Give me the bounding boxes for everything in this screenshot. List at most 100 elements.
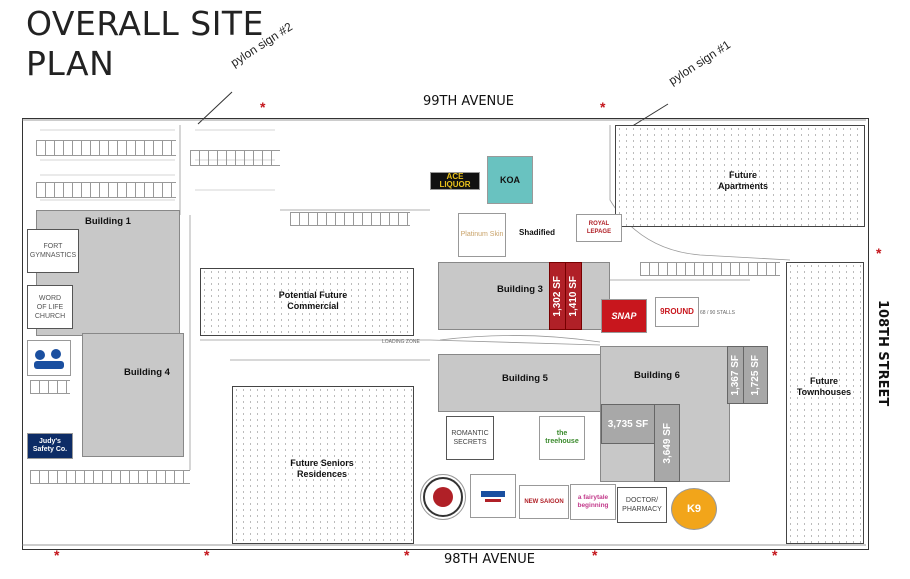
judys-line1: Judy's [39, 438, 61, 445]
unit-1725-sf-label: 1,725 SF [750, 354, 761, 396]
building-6-label: Building 6 [634, 370, 680, 381]
building-3-label: Building 3 [497, 284, 543, 295]
building-5[interactable] [438, 354, 604, 412]
stalls-note: 68 / 90 STALLS [700, 310, 735, 316]
tenant-word-of-life-church[interactable]: WORD OF LIFE CHURCH [27, 285, 73, 329]
future-commercial-line2: Commercial [287, 301, 339, 311]
marker-star: * [876, 245, 882, 261]
future-seniors-area [232, 386, 414, 544]
building-1-label: Building 1 [85, 216, 131, 227]
future-townhouses-area [786, 262, 864, 544]
word-of-life-line1: WORD [38, 294, 62, 302]
logo-ace-liquor[interactable]: ACE LIQUOR [430, 172, 480, 190]
parking-row-northwest [36, 140, 176, 156]
logo-a-fairytale-beginning[interactable]: a fairytale beginning [570, 484, 616, 520]
plan-title-line1: OVERALL SITE [26, 4, 264, 43]
word-of-life-line3: CHURCH [34, 312, 66, 320]
building-3[interactable] [438, 262, 610, 330]
parking-row-west [30, 380, 70, 394]
k9-text: K9 [686, 503, 702, 515]
future-commercial-line1: Potential Future [278, 290, 348, 300]
marker-star: * [54, 547, 60, 563]
logo-koa[interactable]: KOA [487, 156, 533, 204]
unit-1410-sf-label: 1,410 SF [568, 275, 579, 317]
new-saigon-text: NEW SAIGON [524, 499, 564, 505]
building-4-label: Building 4 [124, 367, 170, 378]
shop-icon [481, 491, 505, 502]
judys-line2: Safety Co. [32, 446, 68, 453]
street-99th-avenue: 99TH AVENUE [423, 94, 515, 109]
logo-kids-club[interactable] [27, 340, 71, 376]
unit-3649-sf[interactable]: 3,649 SF [654, 404, 680, 482]
future-commercial-area [200, 268, 414, 336]
logo-blue-shop[interactable] [470, 474, 516, 518]
marker-star: * [772, 547, 778, 563]
ace-liquor-text: ACE LIQUOR [439, 172, 471, 189]
parking-row-north [290, 212, 410, 226]
royal-lepage-text: ROYAL LEPAGE [586, 221, 612, 235]
doctor-pharmacy-line2: PHARMACY [622, 506, 662, 513]
romantic-secrets-line2: SECRETS [453, 439, 487, 446]
unit-3649-sf-label: 3,649 SF [661, 422, 673, 464]
unit-1367-sf-label: 1,367 SF [730, 354, 741, 396]
romantic-secrets-line1: ROMANTIC [451, 430, 489, 437]
seal-icon [423, 477, 463, 517]
future-apartments-line1: Future [729, 170, 757, 180]
future-seniors-line2: Residences [296, 469, 348, 479]
plan-title: OVERALL SITE PLAN [26, 4, 264, 84]
future-apartments-line2: Apartments [717, 181, 768, 191]
building-4[interactable] [82, 333, 184, 457]
future-commercial-label: Potential Future Commercial [258, 290, 368, 312]
logo-9round[interactable]: 9ROUND [655, 297, 699, 327]
parking-row-northwest-2 [36, 182, 176, 198]
logo-snap-fitness[interactable]: SNAP [601, 299, 647, 333]
future-townhouses-label: Future Townhouses [792, 376, 856, 398]
loading-zone-note: LOADING ZONE [382, 339, 420, 345]
logo-new-saigon[interactable]: NEW SAIGON [519, 485, 569, 519]
marker-star: * [260, 99, 266, 115]
unit-1410-sf[interactable]: 1,410 SF [565, 262, 582, 330]
unit-1302-sf-label: 1,302 SF [552, 275, 563, 317]
plan-title-line2: PLAN [26, 44, 115, 83]
tenant-doctor-pharmacy[interactable]: DOCTOR/ PHARMACY [617, 487, 667, 523]
logo-royal-lepage[interactable]: ROYAL LEPAGE [576, 214, 622, 242]
fort-gymnastics-line1: FORT [43, 243, 63, 250]
parking-row-east [640, 262, 780, 276]
tenant-romantic-secrets[interactable]: ROMANTIC SECRETS [446, 416, 494, 460]
marker-star: * [204, 547, 210, 563]
kids-club-icon [34, 349, 64, 369]
future-townhouses-line1: Future [810, 376, 838, 386]
9round-text: 9ROUND [660, 307, 694, 316]
marker-star: * [600, 99, 606, 115]
logo-k9[interactable]: K9 [671, 488, 717, 530]
unit-3735-sf-label: 3,735 SF [607, 418, 649, 430]
unit-3735-sf[interactable]: 3,735 SF [601, 404, 655, 444]
unit-1367-sf[interactable]: 1,367 SF [727, 346, 744, 404]
logo-platinum-skin[interactable]: Platinum Skin [458, 213, 506, 257]
platinum-skin-text: Platinum Skin [460, 231, 504, 238]
marker-star: * [404, 547, 410, 563]
parking-row-north-center [190, 150, 280, 166]
future-apartments-label: Future Apartments [708, 170, 778, 192]
future-townhouses-line2: Townhouses [796, 387, 852, 397]
logo-judys-safety[interactable]: Judy's Safety Co. [27, 433, 73, 459]
word-of-life-line2: OF LIFE [36, 303, 64, 311]
logo-round-seal[interactable] [420, 474, 466, 520]
future-seniors-label: Future Seniors Residences [262, 458, 382, 480]
snap-text: SNAP [611, 311, 637, 321]
fairytale-line1: a fairytale [577, 494, 609, 501]
street-108th-street: 108TH STREET [875, 300, 890, 407]
koa-text: KOA [500, 175, 520, 185]
unit-1725-sf[interactable]: 1,725 SF [743, 346, 768, 404]
building-5-label: Building 5 [502, 373, 548, 384]
tenant-fort-gymnastics[interactable]: FORT GYMNASTICS [27, 229, 79, 273]
shadified-text: Shadified [518, 228, 555, 237]
unit-1302-sf[interactable]: 1,302 SF [549, 262, 566, 330]
fort-gymnastics-line2: GYMNASTICS [29, 252, 77, 259]
treehouse-text: the treehouse [545, 430, 579, 445]
logo-shadified[interactable]: Shadified [514, 224, 560, 242]
logo-the-treehouse[interactable]: the treehouse [539, 416, 585, 460]
parking-row-south [30, 470, 190, 484]
marker-star: * [592, 547, 598, 563]
